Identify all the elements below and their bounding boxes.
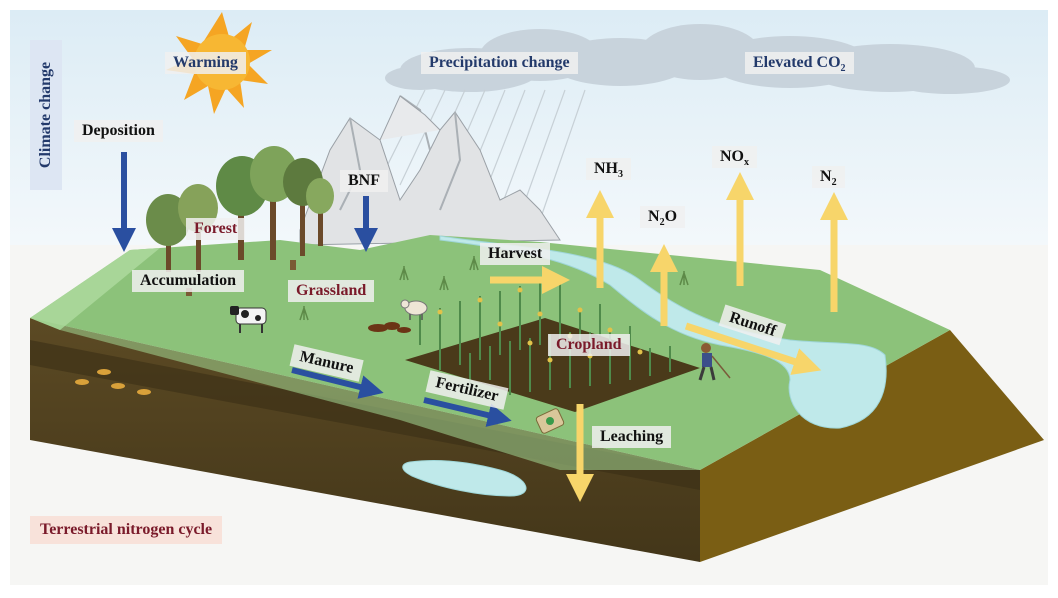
n2-text: N: [820, 168, 832, 185]
leaching-label: Leaching: [592, 426, 672, 448]
n2o-subscript: 2: [659, 217, 665, 228]
terrestrial-nitrogen-cycle-label: Terrestrial nitrogen cycle: [30, 516, 223, 544]
nox-subscript: x: [744, 157, 749, 168]
warming-label: Warming: [165, 52, 246, 74]
precipitation-change-label: Precipitation change: [421, 52, 578, 74]
grassland-label: Grassland: [288, 280, 375, 302]
cropland-label: Cropland: [548, 334, 630, 356]
n2o-text-n: N: [648, 208, 660, 225]
fertilizer-bag-icon: [535, 408, 565, 434]
nh3-label: NH3: [586, 158, 631, 180]
fertilizer-arrow: [423, 397, 512, 427]
soil-nodules: [75, 369, 151, 395]
sheep-icon: [400, 299, 428, 320]
groundwater: [402, 459, 527, 497]
n2o-label: N2O: [640, 206, 686, 228]
nh3-subscript: 3: [618, 169, 623, 180]
nox-text: NO: [720, 148, 744, 165]
manure-arrow: [291, 367, 384, 399]
deposition-label: Deposition: [74, 120, 163, 142]
crop-field: [405, 318, 700, 412]
cow-icon: [230, 306, 267, 333]
accumulation-label: Accumulation: [132, 270, 244, 292]
climate-change-label: Climate change: [30, 40, 62, 190]
farmer-icon: [698, 343, 731, 381]
manure-piles: [368, 322, 411, 333]
nh3-text: NH: [594, 160, 618, 177]
bnf-label: BNF: [340, 170, 388, 192]
co2-text: Elevated CO: [753, 54, 841, 71]
harvest-label: Harvest: [480, 243, 551, 265]
climate-change-text: Climate change: [37, 61, 54, 169]
n2-subscript: 2: [831, 177, 837, 188]
river: [439, 235, 887, 429]
runoff-arrow: [684, 322, 822, 375]
nox-label: NOx: [712, 146, 757, 168]
co2-subscript: 2: [840, 63, 846, 74]
n2o-text-o: O: [664, 208, 678, 225]
loss-arrows: [490, 172, 848, 502]
soil-side: [700, 330, 1044, 562]
elevated-co2-label: Elevated CO2: [745, 52, 854, 74]
forest-label: Forest: [186, 218, 246, 240]
input-arrows: [112, 152, 512, 427]
n2-label: N2: [812, 166, 845, 188]
